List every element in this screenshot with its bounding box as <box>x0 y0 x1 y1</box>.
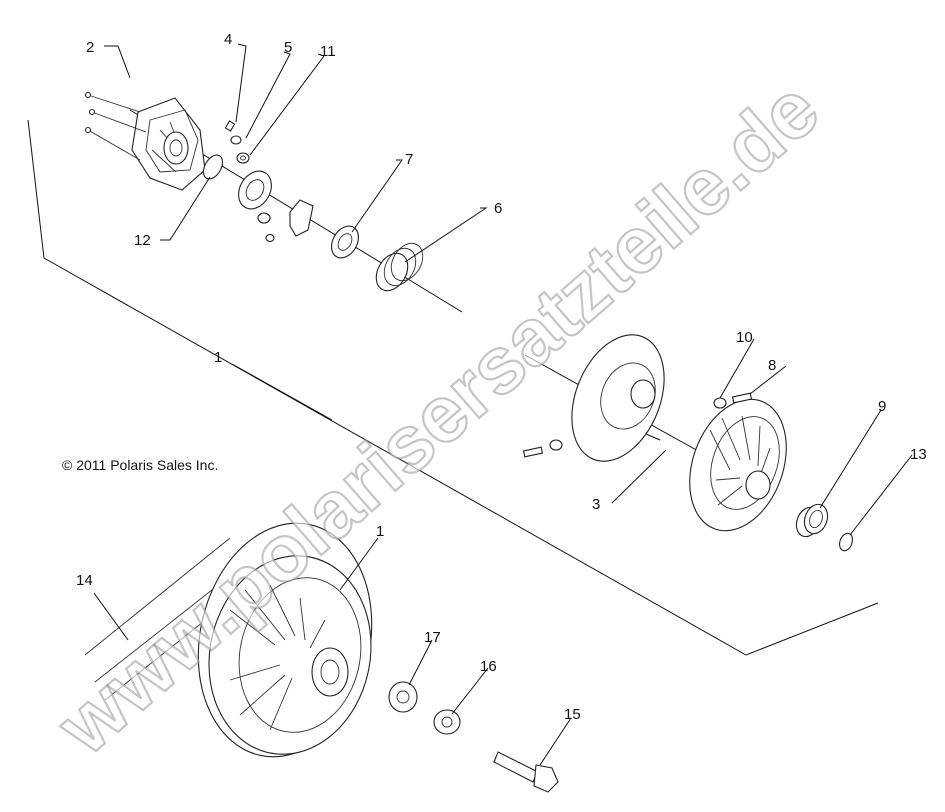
washer-part-16 <box>433 709 461 735</box>
callout-11: 11 <box>320 43 336 60</box>
callout-2: 2 <box>86 39 94 56</box>
callout-8: 8 <box>768 357 776 374</box>
moveable-sheave <box>689 398 787 532</box>
small-bolt-washers <box>224 120 250 164</box>
callout-15: 15 <box>564 706 581 723</box>
callout-16: 16 <box>480 658 497 675</box>
callout-10: 10 <box>736 329 753 346</box>
spider-part <box>238 170 275 243</box>
callout-12: 12 <box>134 232 151 249</box>
callout-4: 4 <box>224 31 232 48</box>
bracket-washer <box>289 199 314 237</box>
callout-1-upper: 1 <box>214 349 222 366</box>
helix-screws <box>84 91 147 161</box>
assembled-clutch <box>84 522 373 758</box>
callout-6: 6 <box>494 200 502 217</box>
washer-part-17 <box>388 681 418 713</box>
helix-assembly <box>84 91 463 313</box>
callout-5: 5 <box>284 39 292 56</box>
callout-labels: 2 4 5 11 7 6 12 1 10 8 9 13 3 14 1 17 16… <box>76 31 927 723</box>
leader-lines <box>93 43 913 766</box>
callout-17: 17 <box>424 629 441 646</box>
callout-14: 14 <box>76 572 93 589</box>
callout-9: 9 <box>878 398 886 415</box>
bearing-part-9 <box>795 503 829 538</box>
spring-part-6 <box>375 242 424 292</box>
bushing-part-7 <box>331 225 359 259</box>
callout-13: 13 <box>910 446 927 463</box>
callout-7: 7 <box>405 151 413 168</box>
copyright-text: © 2011 Polaris Sales Inc. <box>62 457 218 473</box>
ring-part-12 <box>202 154 224 180</box>
sheave-assembly <box>522 334 853 552</box>
ring-part-13 <box>839 532 853 552</box>
helix-part <box>131 97 206 191</box>
bolt-part-15 <box>493 751 559 793</box>
callout-3: 3 <box>592 496 600 513</box>
assembly-bracket <box>27 119 879 656</box>
callout-1-lower: 1 <box>376 523 384 540</box>
screw-bushing-10-8 <box>522 392 753 458</box>
stationary-sheave <box>571 334 665 462</box>
